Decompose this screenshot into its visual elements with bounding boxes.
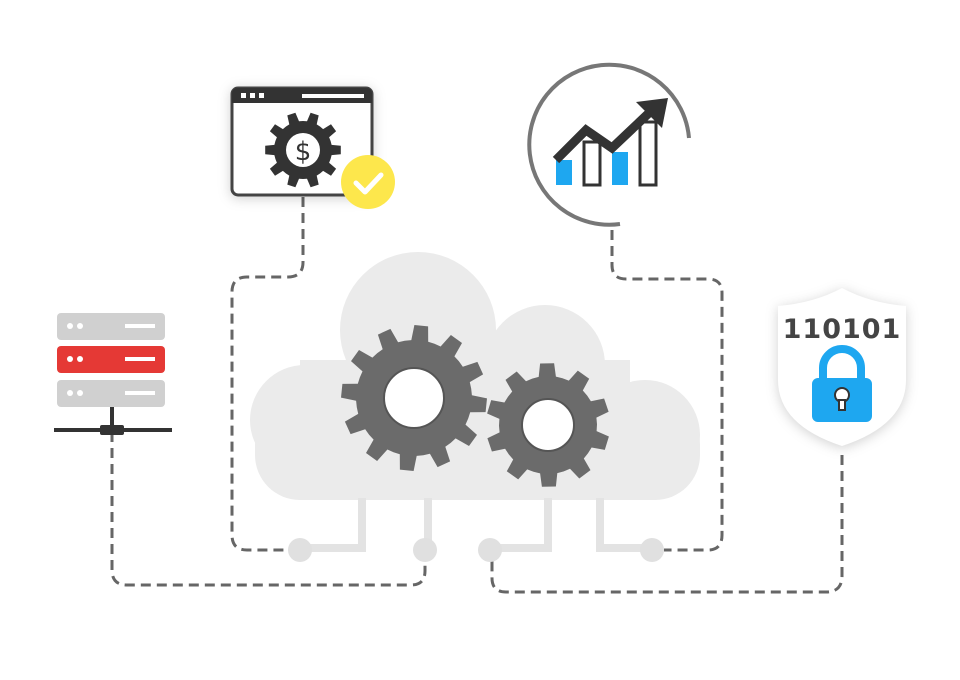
large-gear-icon [341, 325, 487, 471]
server-icon [54, 313, 172, 435]
security-link [490, 455, 844, 594]
check-badge-icon [341, 155, 395, 209]
analytics-link [610, 230, 724, 552]
cloud-circuit-connectors [288, 498, 664, 562]
server-link [110, 432, 427, 587]
connector-node [413, 538, 437, 562]
dashed-connectors [110, 197, 844, 594]
lock-icon [812, 345, 872, 422]
connector-node [478, 538, 502, 562]
security-shield-icon: 110101 [778, 288, 906, 446]
analytics-chart-icon [527, 62, 691, 227]
binary-text: 110101 [783, 314, 902, 345]
dollar-symbol: $ [295, 137, 312, 167]
small-gear-icon [487, 363, 609, 487]
gear-hole [383, 367, 445, 429]
billing-settings-window: $ [230, 86, 395, 209]
connector-node [640, 538, 664, 562]
connector-node [288, 538, 312, 562]
gear-hole [521, 398, 575, 452]
